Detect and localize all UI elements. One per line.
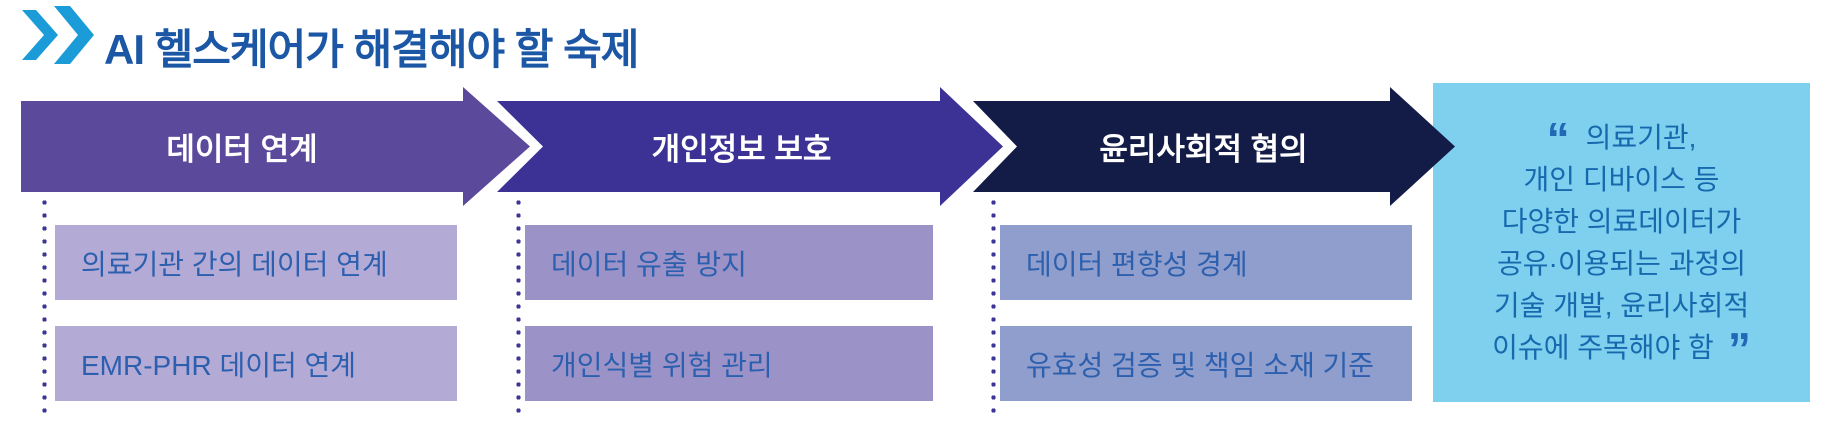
item-box: 의료기관 간의 데이터 연계 [55,225,457,300]
item-box: 데이터 편향성 경계 [1000,225,1412,300]
open-quote-icon: “ [1546,112,1570,165]
step-arrow-privacy-protection: 개인정보 보호 [497,87,1003,206]
item-box: 개인식별 위험 관리 [525,326,933,401]
item-label: 데이터 유출 방지 [551,248,747,280]
item-box: 유효성 검증 및 책임 소재 기준 [1000,326,1412,401]
quote-panel: “의료기관, 개인 디바이스 등 다양한 의료데이터가 공유·이용되는 과정의 … [1433,83,1810,402]
quote-line: 개인 디바이스 등 [1523,163,1720,195]
step-arrow-label: 윤리사회적 협의 [1099,132,1308,167]
quote-text: 의료기관, [1585,121,1697,153]
double-chevron-icon [22,6,94,64]
close-quote-icon: ” [1727,322,1751,375]
dotted-connector-line [991,196,996,416]
quote-text: 이슈에 주목해야 함 [1492,331,1714,363]
item-label: 개인식별 위험 관리 [551,349,773,381]
quote-line: “의료기관, [1547,116,1697,162]
quote-line: 공유·이용되는 과정의 [1497,247,1746,279]
dotted-connector-line [42,196,47,416]
item-label: 데이터 편향성 경계 [1026,248,1248,280]
item-label: 유효성 검증 및 책임 소재 기준 [1026,349,1375,381]
step-arrow-label: 데이터 연계 [166,132,318,167]
quote-line: 다양한 의료데이터가 [1501,205,1742,237]
step-arrow-ethical-social-consultation: 윤리사회적 협의 [973,87,1455,206]
dotted-connector-line [516,196,521,416]
item-label: 의료기관 간의 데이터 연계 [81,248,388,280]
page-title: AI 헬스케어가 해결해야 할 숙제 [104,26,639,73]
step-arrow-label: 개인정보 보호 [651,132,832,167]
quote-line: 이슈에 주목해야 함” [1492,326,1751,372]
quote-line: 기술 개발, 윤리사회적 [1493,289,1750,321]
item-label: EMR-PHR 데이터 연계 [81,349,357,381]
item-box: 데이터 유출 방지 [525,225,933,300]
step-arrow-data-linkage: 데이터 연계 [21,87,530,206]
item-box: EMR-PHR 데이터 연계 [55,326,457,401]
